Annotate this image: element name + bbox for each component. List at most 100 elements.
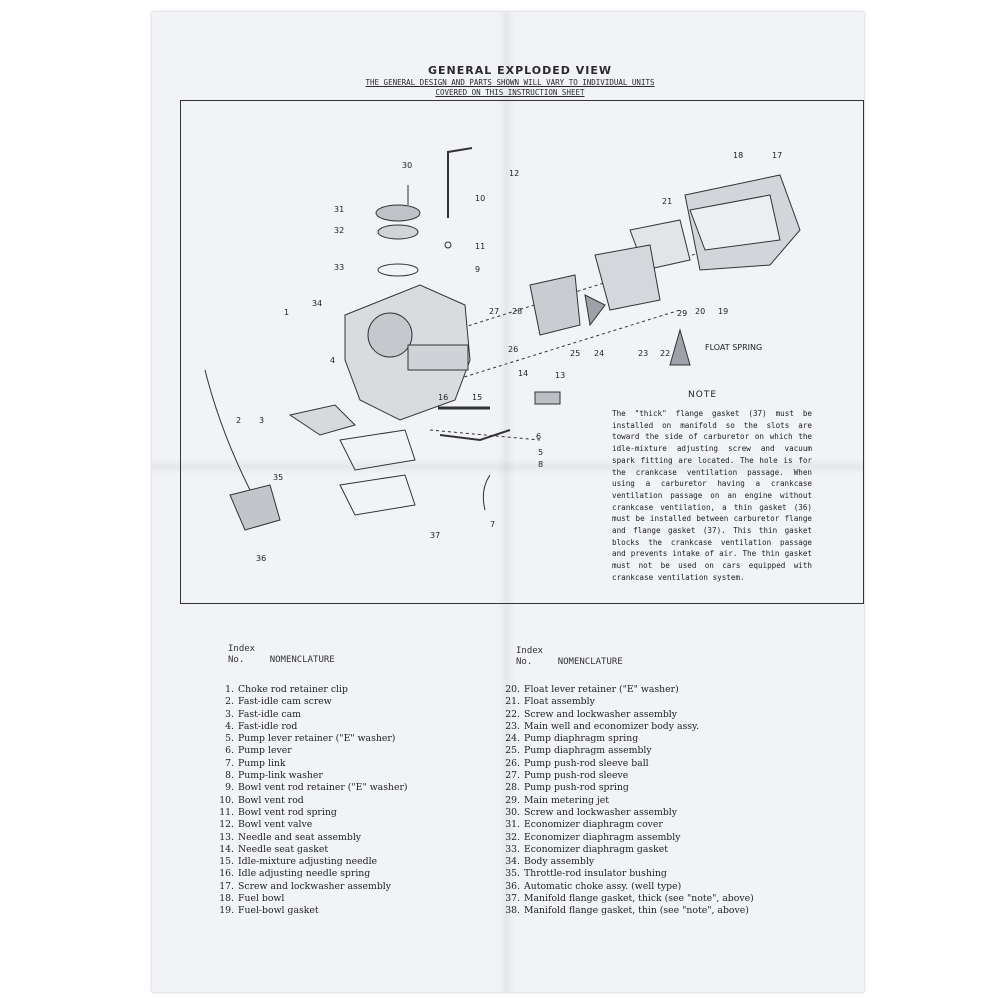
vent-spring-shape — [444, 241, 452, 249]
part-list-item: 6.Pump lever — [210, 745, 408, 757]
index-label: Index — [516, 646, 544, 656]
callout-12: 12 — [509, 169, 519, 178]
part-number: 7. — [225, 757, 234, 769]
part-list-item: 38.Manifold flange gasket, thin (see "no… — [496, 905, 754, 917]
part-name: Pump push-rod spring — [524, 782, 629, 794]
part-list-item: 27.Pump push-rod sleeve — [496, 770, 754, 782]
part-number: 25. — [505, 745, 520, 757]
part-number: 34. — [505, 856, 520, 868]
part-list-item: 18.Fuel bowl — [210, 893, 408, 905]
part-list-item: 17.Screw and lockwasher assembly — [210, 881, 408, 893]
callout-13: 13 — [555, 371, 565, 380]
callout-32: 32 — [334, 226, 344, 235]
part-number: 1. — [225, 684, 234, 695]
callout-31: 31 — [334, 205, 344, 214]
flange-gasket-thick-shape — [339, 429, 416, 471]
part-number: 27. — [505, 770, 520, 782]
part-list-item: 19.Fuel-bowl gasket — [210, 905, 408, 917]
part-list-item: 14.Needle seat gasket — [210, 844, 408, 856]
part-name: Fuel-bowl gasket — [238, 905, 319, 917]
part-name: Manifold flange gasket, thin (see "note"… — [524, 905, 749, 917]
body-side-housing — [407, 344, 469, 371]
part-number: 3. — [225, 708, 234, 720]
index-header-left: Index No. NOMENCLATURE — [228, 644, 335, 666]
part-number: 9. — [225, 782, 234, 794]
part-name: Pump lever — [238, 745, 292, 757]
part-name: Throttle-rod insulator bushing — [524, 868, 667, 880]
callout-7: 7 — [490, 520, 495, 529]
part-number: 16. — [219, 868, 234, 880]
part-name: Choke rod retainer clip — [238, 684, 348, 695]
part-list-item: 9. Bowl vent rod retainer ("E" washer) — [210, 782, 408, 794]
part-number: 14. — [219, 843, 234, 855]
part-list-item: 10.Bowl vent rod — [210, 795, 408, 807]
part-number: 4. — [225, 720, 234, 732]
part-list-item: 37. Manifold flange gasket, thick (see "n… — [496, 893, 754, 905]
part-name: Bowl vent rod — [238, 794, 304, 806]
callout-20: 20 — [695, 307, 705, 316]
callout-29: 29 — [677, 309, 687, 318]
economizer-diaphragm-shape — [377, 224, 419, 240]
callout-36: 36 — [256, 554, 266, 563]
part-name: Pump lever retainer ("E" washer) — [238, 733, 396, 745]
part-list-item: 1. Choke rod retainer clip — [210, 684, 408, 696]
part-name: Economizer diaphragm assembly — [524, 831, 681, 843]
callout-18: 18 — [733, 151, 743, 160]
callout-26: 26 — [508, 345, 518, 354]
part-list-item: 35.Throttle-rod insulator bushing — [496, 868, 754, 880]
part-number: 8. — [225, 770, 234, 782]
part-list-item: 28.Pump push-rod spring — [496, 782, 754, 794]
part-list-item: 34.Body assembly — [496, 856, 754, 868]
instruction-sheet — [152, 12, 864, 992]
part-number: 26. — [505, 757, 520, 769]
callout-4: 4 — [330, 356, 335, 365]
float-spring-label: FLOAT SPRING — [705, 343, 762, 352]
part-number: 13. — [219, 831, 234, 843]
callout-30: 30 — [402, 161, 412, 170]
part-list-item: 21.Float assembly — [496, 696, 754, 708]
pump-diaphragm-shape — [529, 274, 581, 336]
callout-19: 19 — [718, 307, 728, 316]
part-list-item: 33.Economizer diaphragm gasket — [496, 844, 754, 856]
part-name: Bowl vent valve — [238, 819, 313, 831]
page-title: GENERAL EXPLODED VIEW — [428, 64, 612, 77]
callout-1: 1 — [284, 308, 289, 317]
callout-9: 9 — [475, 265, 480, 274]
part-list-item: 36.Automatic choke assy. (well type) — [496, 881, 754, 893]
callout-35: 35 — [273, 473, 283, 482]
callout-6: 6 — [536, 432, 541, 441]
part-name: Bowl vent rod retainer ("E" washer) — [238, 782, 408, 794]
part-number: 37. — [505, 893, 520, 905]
part-list-item: 8. Pump-link washer — [210, 770, 408, 782]
callout-22: 22 — [660, 349, 670, 358]
callout-23: 23 — [638, 349, 648, 358]
part-name: Pump-link washer — [238, 770, 323, 782]
callout-2: 2 — [236, 416, 241, 425]
part-list-item: 4.Fast-idle rod — [210, 721, 408, 733]
part-number: 32. — [505, 831, 520, 843]
economizer-cover-shape — [375, 204, 421, 222]
part-list-item: 13. Needle and seat assembly — [210, 832, 408, 844]
part-name: Needle and seat assembly — [238, 831, 362, 843]
part-name: Fuel bowl — [238, 893, 285, 905]
flange-gasket-thin-shape — [339, 474, 416, 516]
no-label: No. — [516, 657, 533, 667]
part-number: 23. — [505, 720, 520, 732]
part-list-item: 5. Pump lever retainer ("E" washer) — [210, 733, 408, 745]
part-name: Bowl vent rod spring — [238, 806, 337, 818]
index-no-row: No. NOMENCLATURE — [516, 657, 623, 668]
part-number: 5. — [225, 733, 234, 745]
part-list-item: 24.Pump diaphragm spring — [496, 733, 754, 745]
note-text: The "thick" flange gasket (37) must be i… — [612, 409, 812, 582]
part-list-item: 31.Economizer diaphragm cover — [496, 819, 754, 831]
part-number: 17. — [219, 880, 234, 892]
index-no-row: No. NOMENCLATURE — [228, 655, 335, 666]
part-number: 29. — [505, 794, 520, 806]
callout-21: 21 — [662, 197, 672, 206]
axis-line-pump — [429, 429, 541, 441]
part-list-item: 12.Bowl vent valve — [210, 819, 408, 831]
part-name: Manifold flange gasket, thick (see "note… — [524, 893, 754, 905]
part-number: 31. — [505, 819, 520, 831]
callout-27: 27 — [489, 307, 499, 316]
part-number: 20. — [505, 684, 520, 695]
